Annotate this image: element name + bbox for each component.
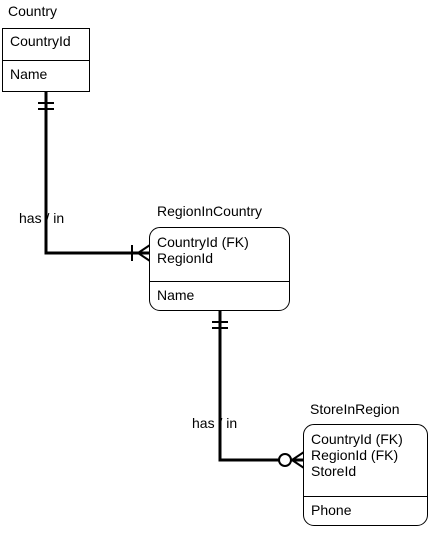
cardinality-one-or-many-marker (131, 244, 151, 262)
relationship-line[interactable] (218, 311, 304, 462)
cardinality-exactly-one-marker (212, 321, 228, 329)
relationship-line[interactable] (44, 92, 150, 255)
relationship-country-region (38, 92, 151, 262)
entity-title-store-in-region: StoreInRegion (310, 401, 400, 417)
attribute-section: Name (150, 282, 289, 308)
relationship-label-region-store: has / in (192, 415, 238, 431)
key-attribute: CountryId (FK) (157, 234, 249, 250)
primary-key-section: CountryId (FK) RegionId (150, 228, 289, 282)
cardinality-zero-or-many-marker (278, 451, 305, 469)
key-attribute: CountryId (10, 33, 71, 49)
relationship-label-country-region: has / in (19, 210, 65, 226)
entity-country[interactable]: CountryId Name (2, 28, 90, 92)
attribute: Name (157, 287, 195, 303)
key-attribute: RegionId (157, 250, 214, 266)
attribute: Phone (311, 502, 352, 518)
attribute-section: Phone (304, 497, 427, 523)
cardinality-exactly-one-marker (38, 102, 54, 110)
attribute: Name (10, 66, 48, 82)
primary-key-section: CountryId (3, 29, 89, 61)
attribute-section: Name (3, 61, 89, 87)
entity-title-region-in-country: RegionInCountry (157, 203, 263, 219)
relationship-region-store (212, 311, 305, 469)
key-attribute: CountryId (FK) (311, 431, 403, 447)
entity-store-in-region[interactable]: CountryId (FK) RegionId (FK) StoreId Pho… (303, 424, 428, 526)
entity-region-in-country[interactable]: CountryId (FK) RegionId Name (149, 227, 290, 311)
primary-key-section: CountryId (FK) RegionId (FK) StoreId (304, 425, 427, 497)
key-attribute: StoreId (311, 463, 357, 479)
key-attribute: RegionId (FK) (311, 447, 399, 463)
entity-title-country: Country (8, 3, 58, 19)
